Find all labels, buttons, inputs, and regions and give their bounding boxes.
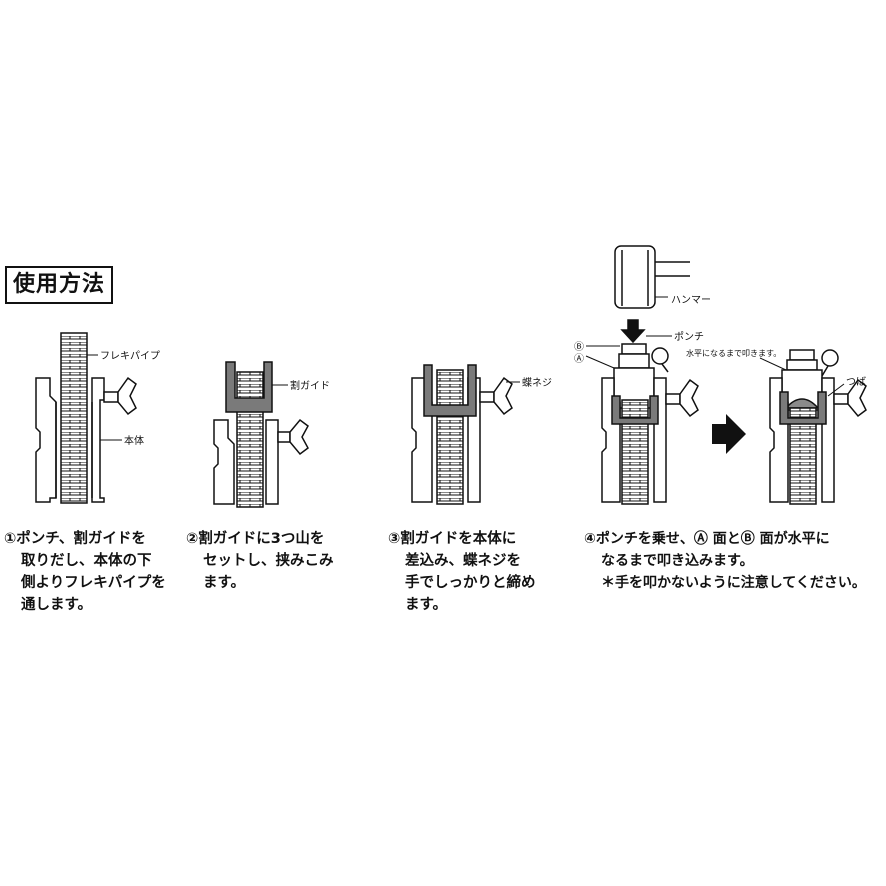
figure-step3 <box>411 364 520 505</box>
flexi-pipe-4a <box>621 399 649 505</box>
label-split-guide: 割ガイド <box>290 379 330 392</box>
label-level-note: 水平になるまで叩きます。 <box>686 348 781 358</box>
split-guide-3 <box>423 364 477 417</box>
flexi-pipe-2 <box>236 371 264 508</box>
transition-arrow <box>712 414 746 454</box>
figure-step4-before <box>585 245 699 505</box>
step-1-line-3: 側よりフレキパイプを <box>21 575 166 591</box>
flexi-pipe-3 <box>436 369 464 505</box>
label-body: 本体 <box>124 434 144 447</box>
figure-step4-after <box>759 349 867 505</box>
step-3-line-3: 手でしっかりと締め <box>405 575 536 591</box>
step-3-line-4: ます。 <box>405 597 448 613</box>
step-1-line-1: ①ポンチ、割ガイドを <box>4 531 146 547</box>
flexi-pipe-1 <box>60 332 88 504</box>
step-4-text: ④ポンチを乗せ、Ⓐ 面とⒷ 面が水平に なるまで叩き込みます。 ＊手を叩かないよ… <box>584 528 866 594</box>
step-1-line-2: 取りだし、本体の下 <box>21 553 152 569</box>
step-3-line-1: ③割ガイドを本体に <box>388 531 517 547</box>
step-2-text: ②割ガイドに3つ山を セットし、挟みこみ ます。 <box>186 528 334 594</box>
step-3-text: ③割ガイドを本体に 差込み、蝶ネジを 手でしっかりと締め ます。 <box>388 528 536 616</box>
step-1-line-4: 通します。 <box>21 597 93 613</box>
step-2-line-1: ②割ガイドに3つ山を <box>186 531 325 547</box>
figure-step1 <box>35 332 137 504</box>
wing-screw-4b <box>833 378 867 418</box>
figure-step2 <box>213 361 309 508</box>
split-guide-4b <box>779 391 827 425</box>
step-2-line-3: ます。 <box>203 575 246 591</box>
marker-a: Ⓐ <box>574 353 584 365</box>
label-wing-screw: 蝶ネジ <box>522 376 552 389</box>
body-left-1 <box>35 377 57 503</box>
label-flexi-pipe: フレキパイプ <box>100 350 160 362</box>
split-guide-4a <box>611 395 659 425</box>
label-flange: つば <box>846 376 866 388</box>
hammer <box>614 245 690 309</box>
body-left-2 <box>213 419 235 505</box>
label-punch: ポンチ <box>674 331 704 343</box>
body-right-2 <box>265 419 279 505</box>
step-4-line-1: ④ポンチを乗せ、Ⓐ 面とⒷ 面が水平に <box>584 531 830 547</box>
step-1-text: ①ポンチ、割ガイドを 取りだし、本体の下 側よりフレキパイプを 通します。 <box>4 528 166 616</box>
marker-b: Ⓑ <box>574 341 584 353</box>
down-arrow <box>620 319 646 344</box>
label-hammer: ハンマー <box>671 295 711 306</box>
step-4-line-3: ＊手を叩かないように注意してください。 <box>601 575 866 591</box>
wing-screw-2 <box>277 418 309 456</box>
wing-screw-3 <box>479 376 513 416</box>
body-right-1 <box>91 377 105 503</box>
split-guide-2 <box>225 361 273 413</box>
wing-screw-4a <box>665 378 699 418</box>
step-2-line-2: セットし、挟みこみ <box>203 553 334 569</box>
wing-screw-1 <box>103 376 137 416</box>
step-4-line-2: なるまで叩き込みます。 <box>601 553 754 569</box>
step-3-line-2: 差込み、蝶ネジを <box>405 553 521 569</box>
section-title: 使用方法 <box>5 266 114 304</box>
